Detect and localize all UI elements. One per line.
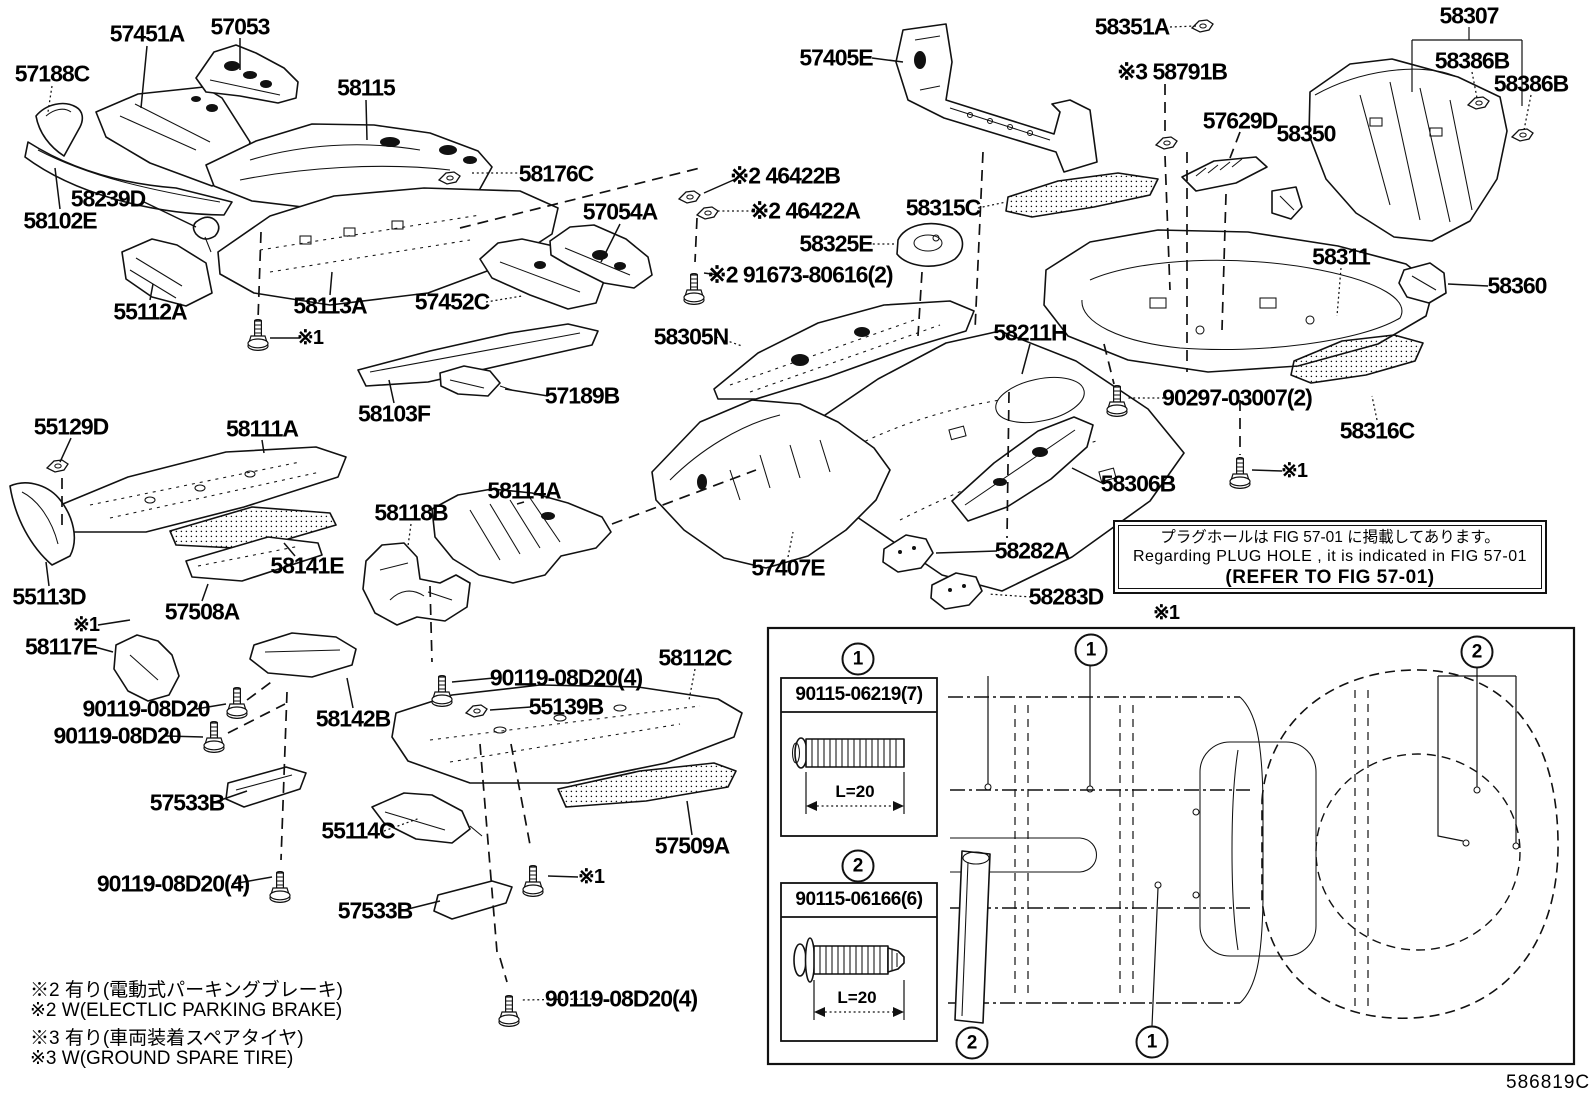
part-label-55113D: 55113D: [12, 583, 86, 610]
leader-lines: [45, 25, 1532, 1001]
part-label-58307: 58307: [1439, 2, 1500, 29]
part-label-58350: 58350: [1276, 120, 1337, 147]
part-label-57533B-a: 57533B: [149, 789, 226, 816]
part-label-90119-08D20-b: 90119-08D20: [53, 722, 181, 749]
callout-1-spec: 1: [841, 642, 875, 676]
part-label-58113A: 58113A: [293, 292, 367, 319]
footnote-ref-1b: ※1: [73, 614, 100, 636]
part-label-58115: 58115: [337, 74, 396, 101]
footnote-3-ja: ※3 有り(車両装着スペアタイヤ): [30, 1028, 304, 1049]
part-label-55129D: 55129D: [33, 413, 110, 440]
part-label-58176C: 58176C: [518, 160, 595, 187]
part-label-58114A: 58114A: [487, 477, 561, 504]
part-label-58112C: 58112C: [658, 644, 732, 671]
part-label-58282A: 58282A: [994, 537, 1071, 564]
plug-note-line-ref: (REFER TO FIG 57-01): [1225, 567, 1435, 588]
part-label-57451A: 57451A: [109, 20, 186, 47]
part-label-46422B: ※2 46422B: [729, 162, 841, 189]
callout-1-bottom: 1: [1135, 1025, 1169, 1059]
callout-2-bottom: 2: [955, 1026, 989, 1060]
part-label-46422A: ※2 46422A: [749, 197, 861, 224]
part-label-57407E: 57407E: [751, 554, 825, 581]
footnote-ref-1e: ※1: [1153, 602, 1180, 624]
part-label-58142B: 58142B: [315, 705, 392, 732]
part-label-58118B: 58118B: [374, 499, 448, 526]
part-label-58111A: 58111A: [225, 415, 299, 442]
part-label-90119-08D20-4c: 90119-08D20(4): [544, 985, 698, 1012]
part-label-57188C: 57188C: [14, 60, 91, 87]
part-label-57452C: 57452C: [414, 288, 491, 315]
footnote-ref-1a: ※1: [297, 327, 324, 349]
bolt1-length-dim: L=20: [835, 782, 875, 801]
bolt2-length-dim: L=20: [837, 988, 877, 1007]
part-label-58103F: 58103F: [357, 400, 431, 427]
part-label-58386B-a: 58386B: [1434, 47, 1511, 74]
footnote-ref-1c: ※1: [578, 866, 605, 888]
part-label-58211H: 58211H: [993, 319, 1067, 346]
part-label-58791B: ※3 58791B: [1116, 58, 1228, 85]
part-label-57533B-b: 57533B: [337, 897, 414, 924]
part-label-91673-80616: ※2 91673-80616(2): [707, 261, 893, 288]
inset-box-art: [766, 626, 1576, 1066]
footnote-3-en: ※3 W(GROUND SPARE TIRE): [30, 1048, 294, 1069]
part-label-58117E: 58117E: [24, 633, 98, 660]
part-label-55139B: 55139B: [528, 693, 605, 720]
part-label-58315C: 58315C: [905, 194, 982, 221]
part-label-90119-08D20-4a: 90119-08D20(4): [489, 664, 643, 691]
plug-note-line-ja: プラグホールは FIG 57-01 に掲載してあります。: [1160, 529, 1500, 546]
part-label-90297-03007: 90297-03007(2): [1162, 384, 1313, 411]
plug-note-line-en: Regarding PLUG HOLE , it is indicated in…: [1132, 548, 1528, 565]
part-label-57405E: 57405E: [799, 44, 873, 71]
part-label-57509A: 57509A: [654, 832, 731, 859]
part-label-58141E: 58141E: [270, 552, 344, 579]
part-label-57054A: 57054A: [582, 198, 659, 225]
bolt2-part-number: 90115-06166(6): [795, 889, 923, 910]
part-label-57053: 57053: [210, 13, 271, 40]
part-label-90119-08D20-4b: 90119-08D20(4): [96, 870, 250, 897]
part-label-57508A: 57508A: [164, 598, 241, 625]
part-label-58325E: 58325E: [799, 230, 873, 257]
callout-1-top: 1: [1074, 633, 1108, 667]
part-label-58306B: 58306B: [1100, 470, 1177, 497]
part-label-55114C: 55114C: [321, 817, 395, 844]
assembly-lines: [61, 84, 1241, 983]
part-label-58351A: 58351A: [1094, 13, 1171, 40]
footnote-2-ja: ※2 有り(電動式パーキングブレーキ): [30, 980, 343, 1001]
callout-2-spec: 2: [841, 849, 875, 883]
bolt1-part-number: 90115-06219(7): [795, 684, 923, 705]
part-label-58386B-b: 58386B: [1493, 70, 1570, 97]
part-label-90119-08D20-a: 90119-08D20: [82, 695, 210, 722]
part-label-58283D: 58283D: [1028, 583, 1105, 610]
part-label-58316C: 58316C: [1339, 417, 1416, 444]
plug-hole-note-box: プラグホールは FIG 57-01 に掲載してあります。 Regarding P…: [1113, 520, 1547, 594]
part-label-55112A: 55112A: [113, 298, 187, 325]
footnote-ref-1d: ※1: [1281, 460, 1308, 482]
part-label-58102E: 58102E: [23, 207, 97, 234]
part-label-57189B: 57189B: [544, 382, 621, 409]
footnote-2-en: ※2 W(ELECTLIC PARKING BRAKE): [30, 1000, 343, 1021]
part-shapes: [9, 23, 1508, 920]
part-label-58305N: 58305N: [653, 323, 730, 350]
part-label-57629D: 57629D: [1202, 107, 1279, 134]
figure-code: 586819C: [1506, 1072, 1591, 1093]
part-label-58360: 58360: [1487, 272, 1548, 299]
part-label-58311: 58311: [1312, 243, 1371, 270]
part-label-58239D: 58239D: [70, 185, 147, 212]
callout-2-right: 2: [1460, 635, 1494, 669]
